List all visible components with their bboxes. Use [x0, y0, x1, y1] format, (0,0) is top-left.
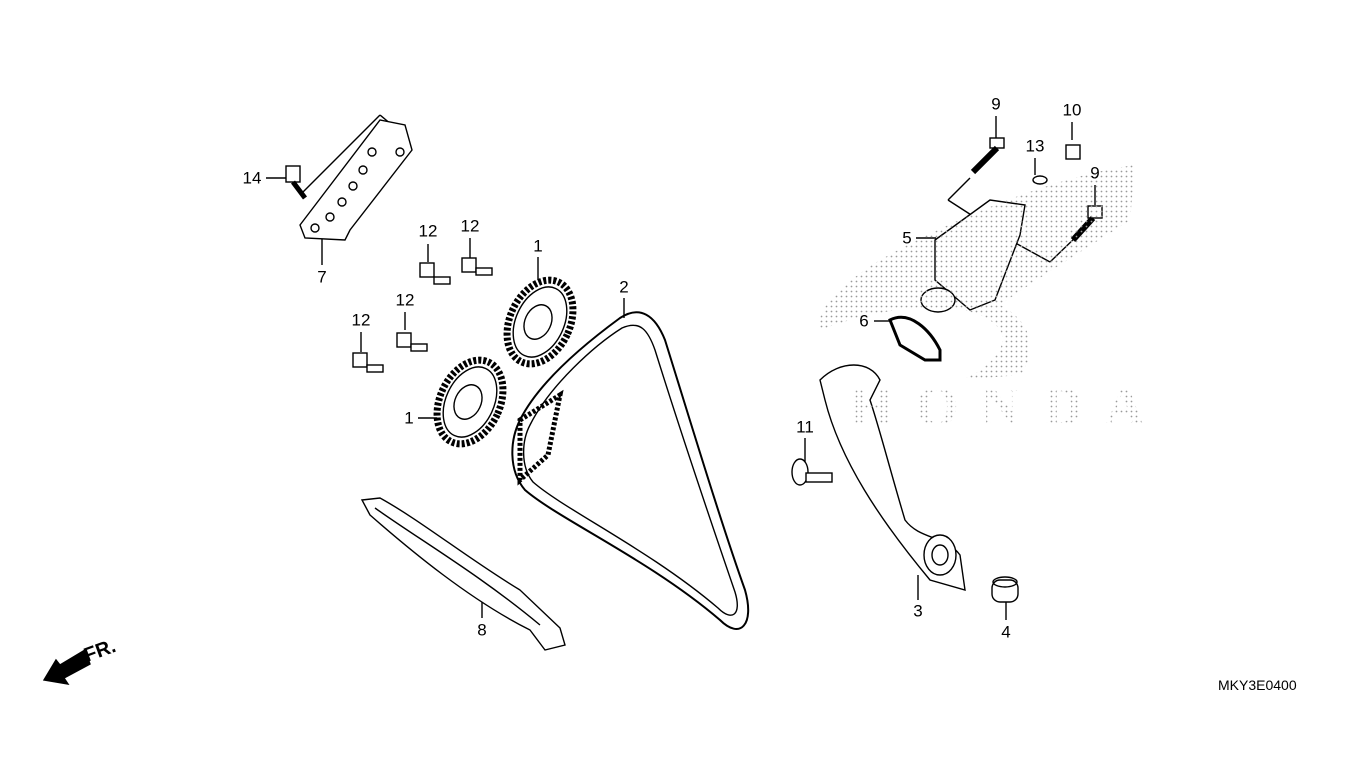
cam-sprocket-upper — [503, 276, 577, 368]
callout-chain-guide: 8 — [477, 620, 487, 640]
callout-bolt-11: 11 — [796, 417, 814, 437]
cam-chain — [511, 311, 750, 630]
callout-collar: 4 — [1001, 622, 1011, 642]
callout-bolt-14: 14 — [242, 168, 262, 188]
callout-cam-chain: 2 — [619, 277, 629, 297]
callout-bolt-10: 10 — [1062, 100, 1082, 120]
tensioner-slipper — [819, 364, 966, 591]
callout-sprocket-lower: 1 — [404, 408, 414, 428]
diagram-code: MKY3E0400 — [1218, 677, 1297, 693]
callout-tensioner-lifter: 5 — [902, 228, 912, 248]
callout-guide-plate: 7 — [317, 267, 327, 287]
callout-bolt-9b: 9 — [1090, 163, 1100, 183]
honda-text-watermark: HONDA — [850, 376, 1146, 438]
cam-sprocket-lower — [433, 356, 507, 448]
collar — [991, 579, 1019, 603]
callout-bolt-12a: 12 — [418, 221, 438, 241]
callout-gasket: 6 — [859, 311, 869, 331]
callout-bolt-12c: 12 — [395, 290, 415, 310]
chain-guide-plate — [299, 119, 413, 241]
callout-bolt-9a: 9 — [991, 94, 1001, 114]
chain-guide — [360, 497, 566, 651]
front-direction-arrow — [42, 648, 91, 685]
callout-tensioner-slipper: 3 — [913, 601, 923, 621]
callout-washer-13: 13 — [1025, 136, 1045, 156]
callout-sprocket-upper: 1 — [533, 236, 543, 256]
callout-bolt-12d: 12 — [351, 310, 371, 330]
gasket — [888, 315, 942, 362]
callout-bolt-12b: 12 — [460, 216, 480, 236]
